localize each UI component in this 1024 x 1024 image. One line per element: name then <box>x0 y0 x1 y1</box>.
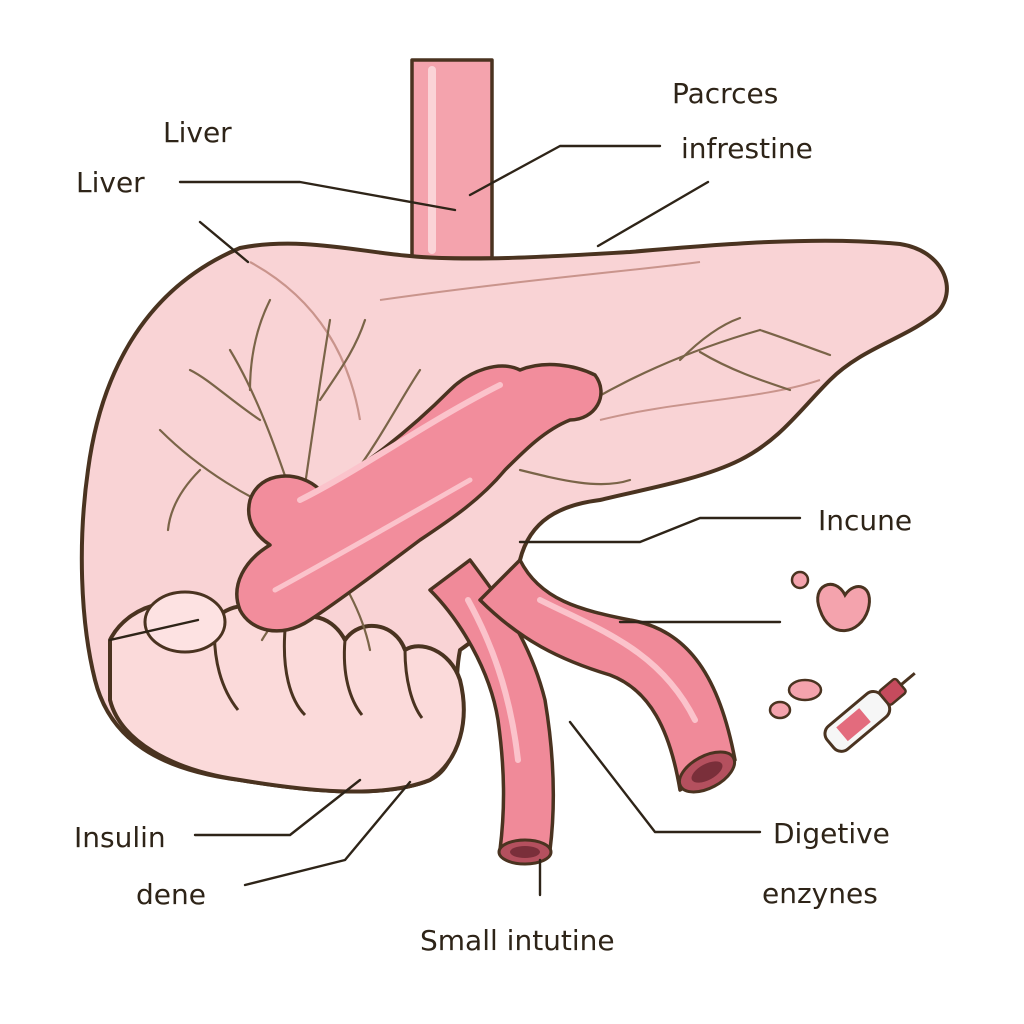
label-incune: Incune <box>818 504 912 537</box>
small-intestine-tube <box>428 558 556 866</box>
pancreatic-duct <box>235 362 603 633</box>
label-enzynes: enzynes <box>762 877 878 910</box>
label-pacrces: Pacrces <box>672 77 778 110</box>
label-small-intestine: Small intutine <box>420 924 615 957</box>
label-liver-left: Liver <box>76 166 145 199</box>
esophagus-tube <box>410 58 494 260</box>
label-dene: dene <box>136 878 206 911</box>
enzyme-droplets <box>768 570 871 720</box>
leader-lines <box>108 144 802 897</box>
label-digetive: Digetive <box>773 817 890 850</box>
curved-intestine-tube <box>478 558 737 794</box>
labels: Liver Liver Pacrces infrestine Incune In… <box>74 77 912 957</box>
label-insulin: Insulin <box>74 821 166 854</box>
lower-loops <box>108 590 466 794</box>
label-infrestine: infrestine <box>681 132 813 165</box>
syringe-icon <box>823 672 916 753</box>
label-liver-top: Liver <box>163 116 232 149</box>
